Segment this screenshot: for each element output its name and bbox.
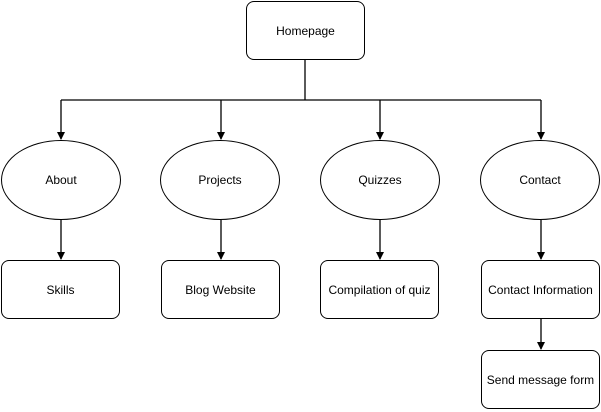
node-contact: Contact (480, 140, 600, 220)
node-send-message-form-label: Send message form (486, 372, 595, 387)
node-blog-website-label: Blog Website (185, 282, 256, 297)
node-contact-information: Contact Information (481, 260, 600, 319)
node-quizzes: Quizzes (320, 140, 440, 220)
node-contact-label: Contact (519, 173, 561, 187)
node-blog-website: Blog Website (161, 260, 280, 319)
node-homepage-label: Homepage (276, 23, 335, 38)
node-projects: Projects (160, 140, 280, 220)
node-projects-label: Projects (198, 173, 242, 187)
node-skills: Skills (1, 260, 120, 319)
node-about-label: About (45, 173, 77, 187)
node-send-message-form: Send message form (481, 350, 600, 409)
node-skills-label: Skills (46, 282, 75, 297)
node-compilation-of-quiz: Compilation of quiz (320, 260, 439, 319)
node-contact-information-label: Contact Information (488, 282, 593, 297)
node-homepage: Homepage (246, 1, 365, 60)
node-about: About (1, 140, 121, 220)
node-quizzes-label: Quizzes (358, 173, 402, 187)
node-compilation-of-quiz-label: Compilation of quiz (328, 282, 431, 297)
